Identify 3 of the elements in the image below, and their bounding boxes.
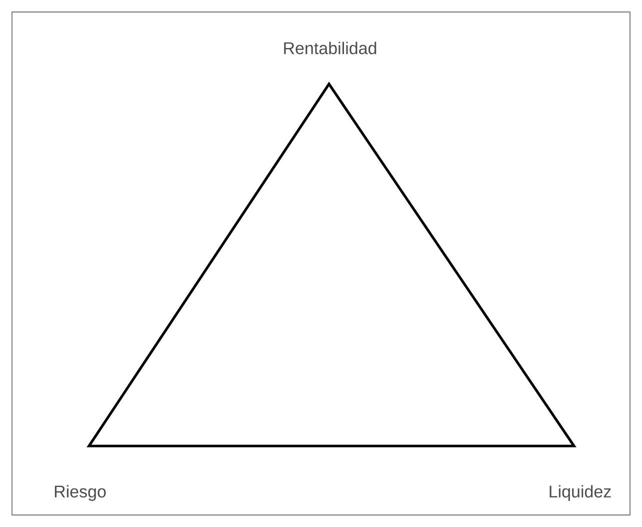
vertex-label: Liquidez — [550, 485, 611, 501]
vertex-label: Riesgo — [54, 485, 106, 501]
vertex-label: Rentabilidad — [284, 42, 376, 54]
